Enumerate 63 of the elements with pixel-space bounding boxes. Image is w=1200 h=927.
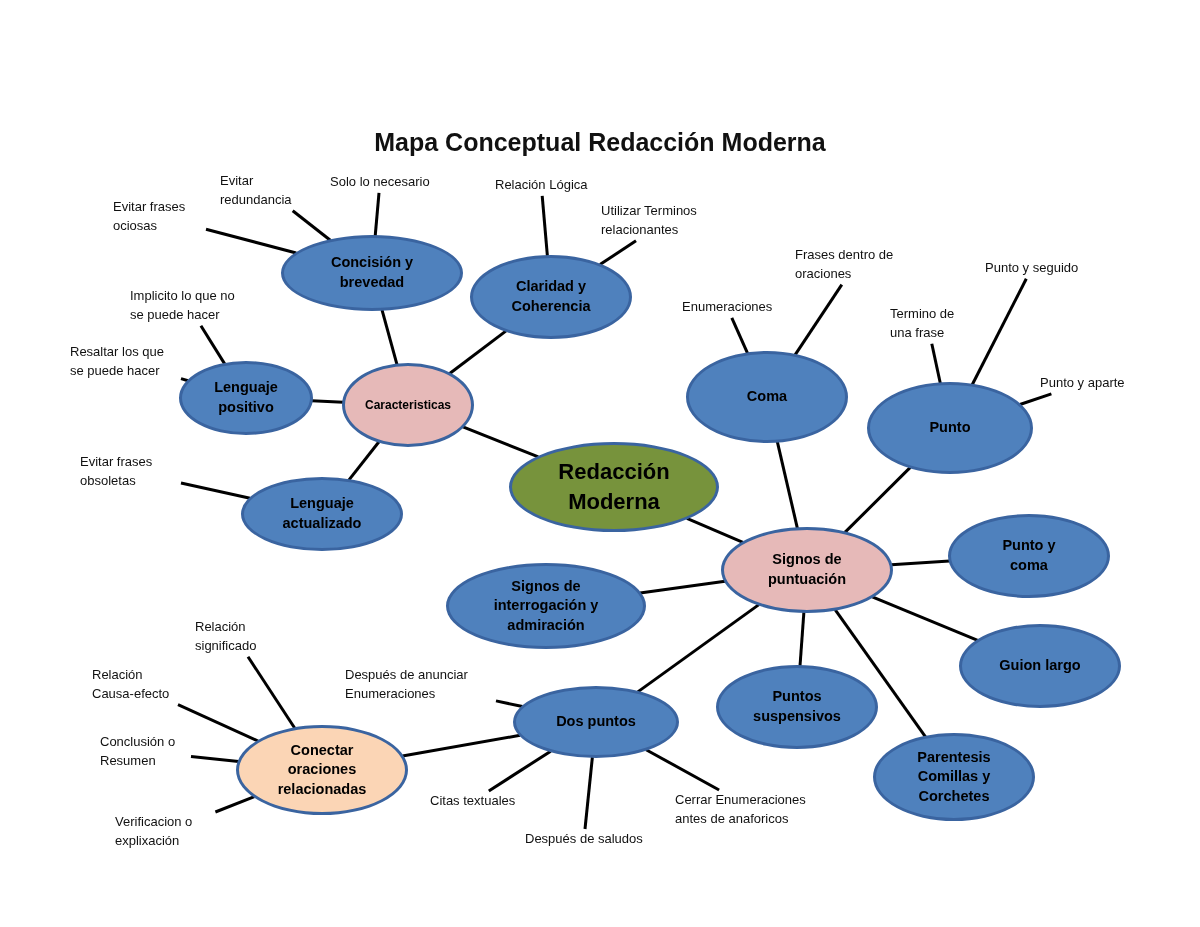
connector-line — [583, 756, 594, 830]
concept-label: Redacción Moderna — [557, 458, 671, 516]
detail-text: Utilizar Terminos relacionantes — [601, 202, 731, 240]
detail-text: Solo lo necesario — [330, 173, 430, 192]
concept-label: Lenguaje actualizado — [281, 494, 363, 533]
connector-line — [495, 699, 523, 708]
concept-label: Guion largo — [999, 656, 1081, 676]
detail-text: Relación Causa-efecto — [92, 666, 177, 704]
connector-line — [214, 795, 255, 814]
connector-line — [891, 559, 950, 567]
detail-text: Citas textuales — [430, 792, 516, 811]
concept-label: Dos puntos — [556, 712, 636, 732]
concept-label: Signos de interrogación y admiración — [493, 576, 599, 635]
connector-line — [871, 595, 979, 642]
detail-text: Relación significado — [195, 618, 275, 656]
detail-text: Evitar frases obsoletas — [80, 453, 180, 491]
concept-label: Claridad y Coherencia — [510, 277, 592, 316]
connector-line — [291, 209, 332, 242]
detail-text: Frases dentro de oraciones — [795, 246, 915, 284]
connector-line — [205, 227, 297, 255]
detail-text: Punto y seguido — [985, 259, 1079, 278]
connector-line — [540, 195, 549, 257]
connector-line — [636, 603, 760, 694]
connector-line — [190, 755, 239, 763]
title: Mapa Conceptual Redacción Moderna — [374, 128, 826, 157]
connector-line — [488, 749, 552, 793]
detail-text: Resaltar los que se puede hacer — [70, 343, 180, 381]
detail-text: Evitar frases ociosas — [113, 198, 205, 236]
connector-line — [373, 192, 381, 237]
connector-line — [798, 611, 806, 667]
detail-text: Punto y aparte — [1040, 374, 1125, 393]
detail-text: Implicito lo que no se puede hacer — [130, 287, 247, 325]
detail-text: Evitar redundancia — [220, 172, 315, 210]
connector-line — [775, 441, 799, 529]
connector-line — [1019, 392, 1052, 406]
concept-label: Parentesis Comillas y Corchetes — [916, 747, 992, 806]
connector-line — [930, 343, 942, 384]
concept-label: Conectar oraciones relacionadas — [276, 740, 368, 799]
detail-text: Cerrar Enumeraciones antes de anaforicos — [675, 791, 835, 829]
connector-line — [177, 703, 259, 743]
concept-label: Punto — [929, 418, 971, 438]
detail-text: Después de saludos — [525, 830, 643, 849]
connector-line — [645, 748, 720, 792]
connector-line — [843, 466, 912, 534]
connector-line — [311, 399, 344, 404]
detail-text: Conclusión o Resumen — [100, 733, 190, 771]
connector-line — [448, 329, 507, 375]
detail-text: Enumeraciones — [682, 298, 773, 317]
connector-line — [599, 239, 637, 266]
concept-label: Coma — [746, 387, 788, 407]
concept-label: Lenguaje positivo — [213, 378, 279, 417]
detail-text: Termino de una frase — [890, 305, 965, 343]
concept-label: Signos de puntuación — [766, 550, 848, 589]
concept-label: Concisión y brevedad — [329, 253, 415, 292]
concept-label: Puntos suspensivos — [752, 687, 842, 726]
connector-line — [380, 309, 399, 365]
detail-text: Verificacion o explixación — [115, 813, 215, 851]
concept-label: Punto y coma — [1001, 536, 1057, 575]
connector-line — [180, 481, 251, 500]
detail-text: Relación Lógica — [495, 176, 588, 195]
connector-line — [686, 517, 744, 544]
detail-text: Después de anunciar Enumeraciones — [345, 666, 495, 704]
concept-label: Caracteristicas — [364, 396, 452, 414]
